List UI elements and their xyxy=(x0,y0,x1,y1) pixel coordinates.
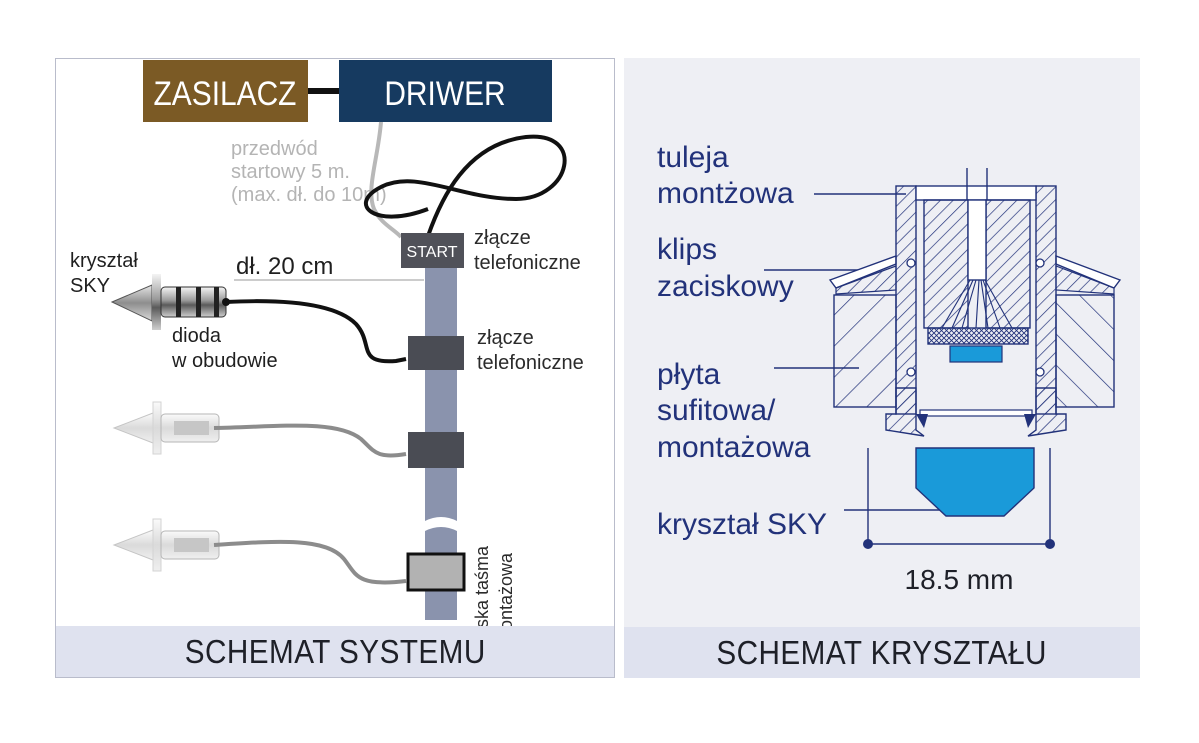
diode-label-line2: w obudowie xyxy=(171,350,278,372)
svg-text:klips: klips xyxy=(657,233,717,266)
sensor-2-cable xyxy=(213,423,407,458)
sensor-3-cable xyxy=(213,539,407,585)
svg-text:płyta: płyta xyxy=(657,358,721,391)
driver-box xyxy=(339,60,552,122)
cable-note-line2: startowy 5 m. xyxy=(231,161,350,183)
svg-text:montżowa: montżowa xyxy=(657,177,794,210)
svg-text:sufitowa/: sufitowa/ xyxy=(657,394,776,427)
connector-bottom xyxy=(406,552,466,592)
diode-cable xyxy=(225,299,407,364)
power-supply-label: ZASILACZ xyxy=(154,74,297,112)
start-box xyxy=(401,233,464,268)
sleeve-wall-right xyxy=(1035,185,1057,415)
system-schema-drawing: ZASILACZ DRIWER przedwód startowy 5 m. (… xyxy=(70,60,584,652)
diode-label-line1: dioda xyxy=(172,325,222,347)
distance-label: dł. 20 cm xyxy=(236,253,333,280)
connector-top-line1: złącze xyxy=(474,227,531,249)
sleeve-wall-left xyxy=(895,185,917,415)
svg-text:zaciskowy: zaciskowy xyxy=(657,270,794,303)
tape-label-line1: płaska taśma xyxy=(472,545,492,652)
ceiling-plate-right xyxy=(1055,294,1115,408)
system-schema-panel: ZASILACZ DRIWER przedwód startowy 5 m. (… xyxy=(55,58,615,678)
system-schema-caption: SCHEMAT SYSTEMU xyxy=(56,626,614,677)
crystal-schema-caption: SCHEMAT KRYSZTAŁU xyxy=(624,627,1140,678)
crystal-label-line2: SKY xyxy=(70,275,110,297)
crystal-label: kryształ SKY xyxy=(657,508,827,541)
tape-label-line2: montażowa xyxy=(496,552,516,645)
sensor-3 xyxy=(112,518,220,572)
connector-top-line2: telefoniczne xyxy=(474,252,581,274)
connector-mid xyxy=(408,336,464,370)
crystal-label-line1: kryształ xyxy=(70,250,138,272)
ceiling-plate-left xyxy=(833,294,897,408)
svg-text:montażowa: montażowa xyxy=(657,431,811,464)
svg-text:tuleja: tuleja xyxy=(657,141,729,174)
dimension-label: 18.5 mm xyxy=(905,564,1014,595)
sensor-1 xyxy=(110,274,230,330)
crystal-schema-panel: tuleja montżowa klips zaciskowy płyta su… xyxy=(624,58,1140,678)
sensor-2 xyxy=(112,401,220,455)
crystal-schema-drawing: tuleja montżowa klips zaciskowy płyta su… xyxy=(657,141,1122,595)
driver-label: DRIWER xyxy=(384,74,505,112)
start-label: START xyxy=(407,244,458,261)
power-supply-box xyxy=(143,60,308,122)
cable-note-line3: (max. dł. do 10m) xyxy=(231,184,387,206)
clip-label: klips zaciskowy xyxy=(657,233,794,303)
led-chip xyxy=(949,345,1003,363)
connector-lower xyxy=(408,432,464,468)
connector-mid-line1: złącze xyxy=(477,327,534,349)
driver-cable-loop xyxy=(364,134,567,237)
sky-crystal xyxy=(915,447,1035,517)
sleeve-label: tuleja montżowa xyxy=(657,141,794,210)
plate-label: płyta sufitowa/ montażowa xyxy=(657,358,811,464)
cable-note-line1: przedwód xyxy=(231,138,318,160)
connector-mid-line2: telefoniczne xyxy=(477,352,584,374)
start-cable xyxy=(369,121,403,239)
